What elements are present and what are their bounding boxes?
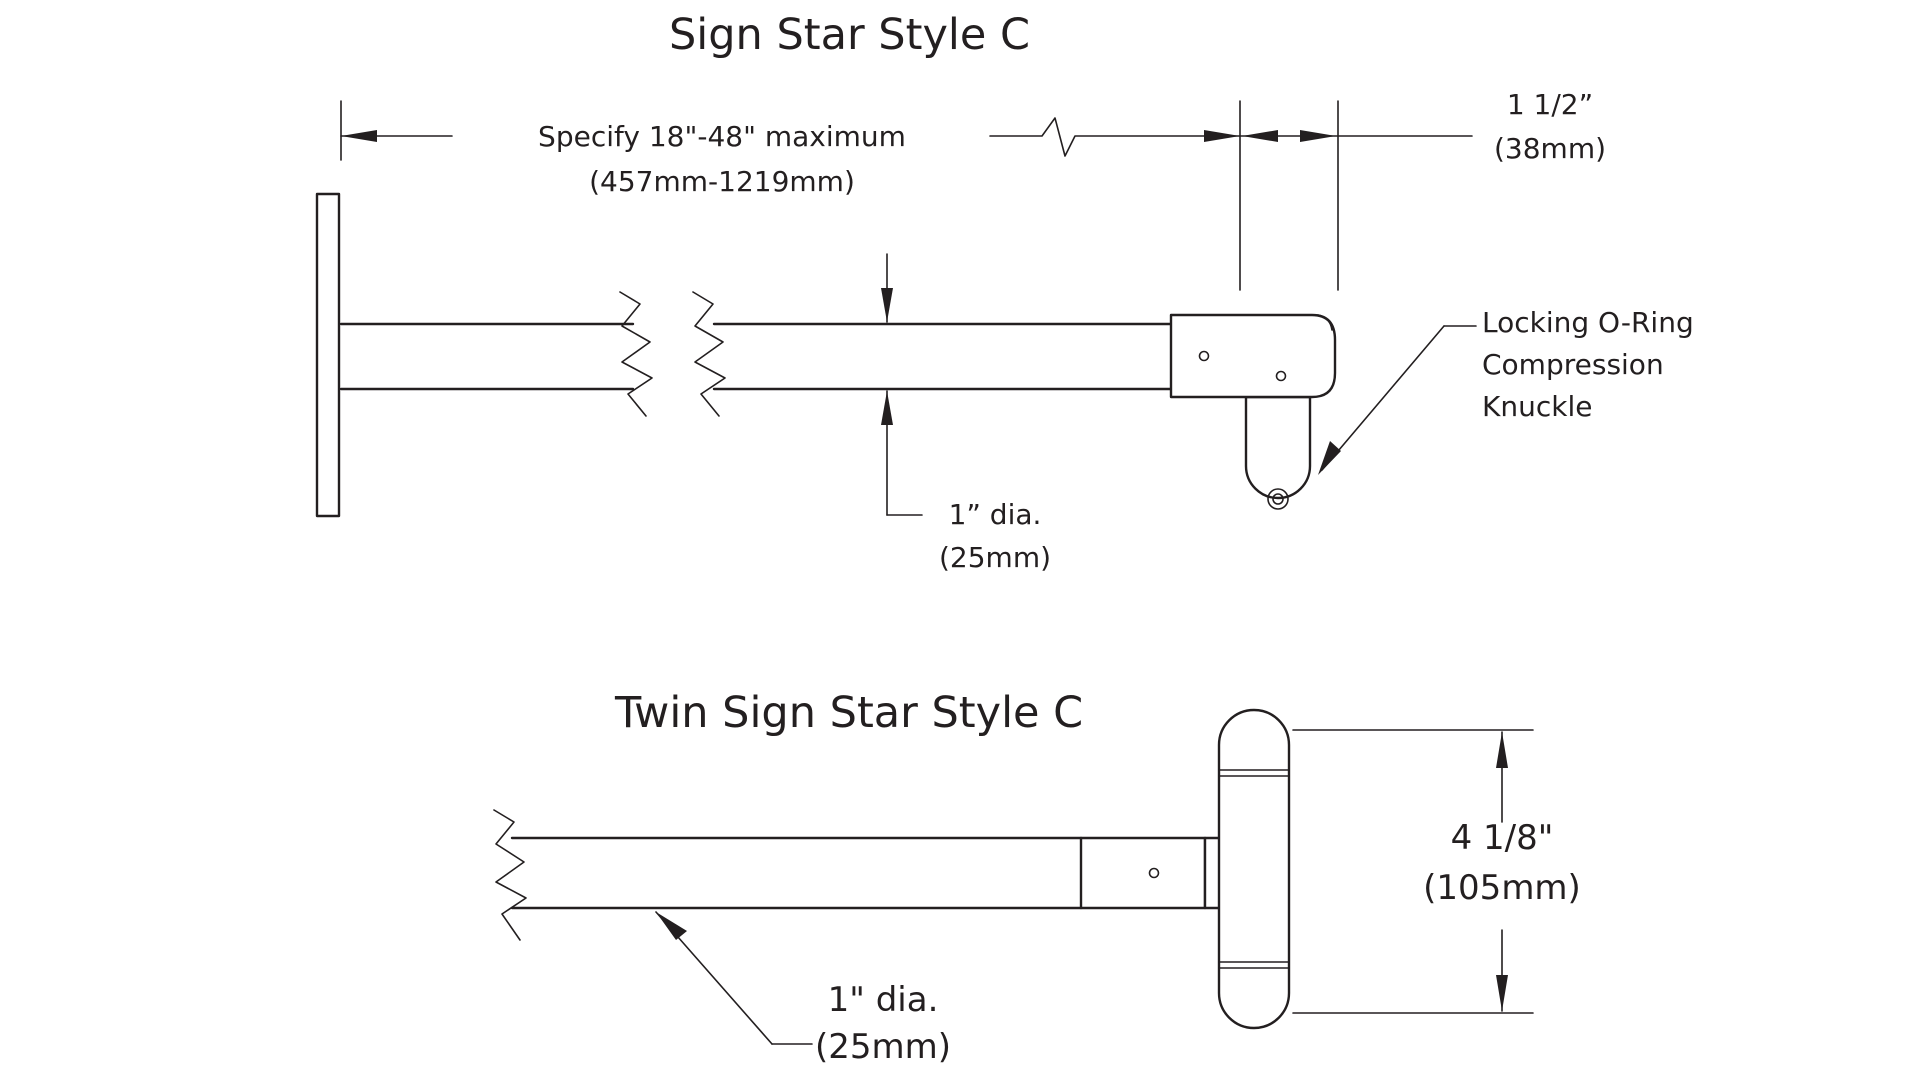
length-dimension [340,100,1241,161]
tube-diameter-dimension [881,253,923,516]
wall-flange [315,192,341,518]
twin-tube-diameter-label-line1: 1" dia. [827,980,939,1020]
sign-star-style-c-drawing [315,100,1477,518]
twin-tube [510,836,1083,910]
height-dimension [1292,729,1534,1014]
set-screw-hole [1148,867,1160,879]
knuckle-width-label-line1: 1 1/2” [1506,88,1594,121]
set-screw-hole [1275,370,1287,382]
twin-diameter-leader [655,911,813,1045]
tube-left-segment [339,322,635,391]
diagram-title-top: Sign Star Style C [669,10,1031,60]
tube-break-symbol [619,291,726,417]
length-label-line1: Specify 18"-48" maximum [538,120,906,153]
twin-bar [1217,708,1291,1030]
knuckle-callout-line1: Locking O-Ring [1482,306,1694,339]
knuckle-callout-line2: Compression [1482,348,1664,381]
set-screw-hole [1198,350,1210,362]
height-label-line1: 4 1/8" [1450,818,1554,858]
knuckle-width-dimension [1239,100,1473,291]
knuckle-callout-line3: Knuckle [1482,390,1593,423]
height-label-line2: (105mm) [1423,868,1581,908]
twin-sign-star-style-c-drawing [493,708,1534,1045]
tube-right-segment [712,322,1173,391]
tube-diameter-label-line1: 1” dia. [948,498,1042,531]
twin-tube-diameter-label-line2: (25mm) [814,1027,952,1067]
diagram-title-bottom: Twin Sign Star Style C [615,688,1084,738]
tube-break-symbol [493,809,527,941]
length-label-line2: (457mm-1219mm) [589,165,855,198]
pivot-pin [1267,488,1289,510]
knuckle-callout-leader [1318,325,1477,475]
tube-diameter-label-line2: (25mm) [938,541,1052,574]
knuckle-body [1169,313,1337,510]
knuckle-width-label-line2: (38mm) [1493,132,1607,165]
